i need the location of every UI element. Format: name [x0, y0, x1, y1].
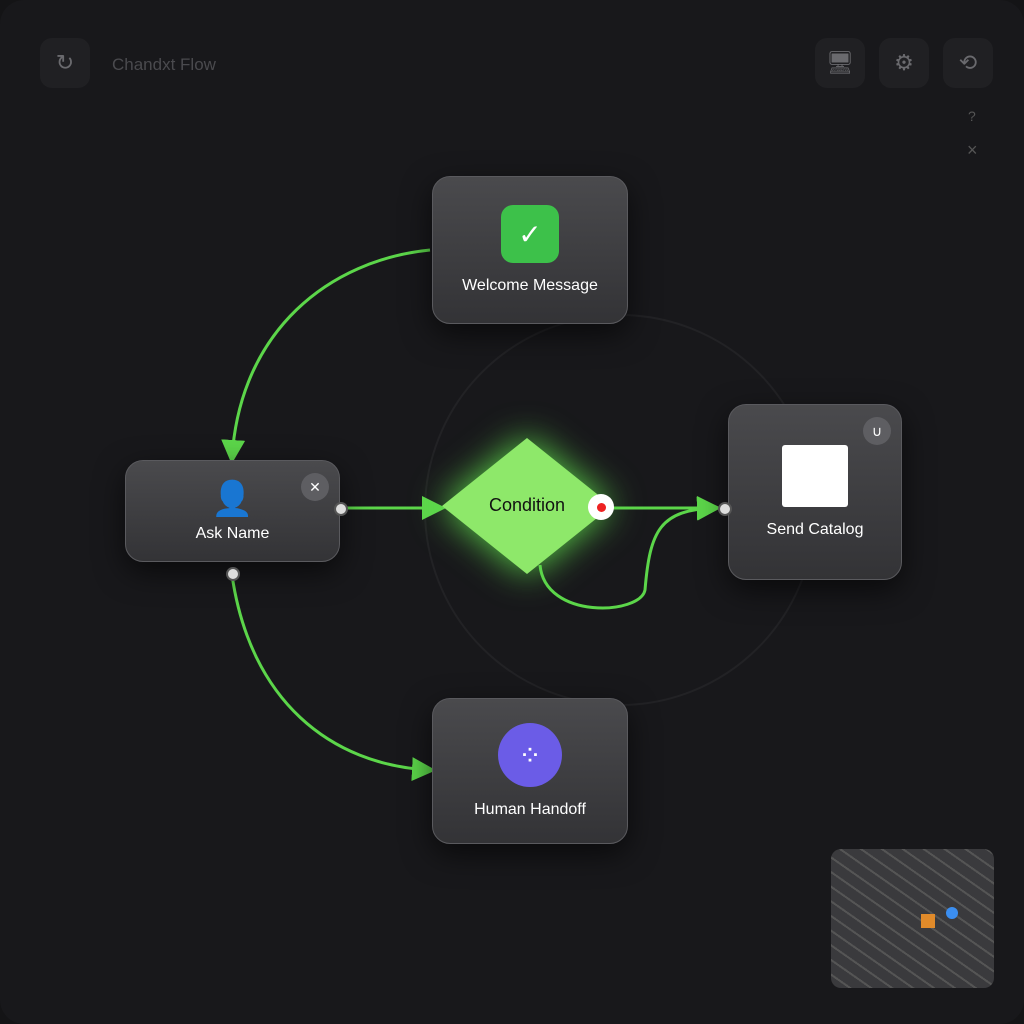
ask-bottom-port[interactable]: [226, 567, 240, 581]
node-send-catalog[interactable]: 🏷 Send Catalog ∪: [728, 404, 902, 580]
magnet-icon[interactable]: ∪: [863, 417, 891, 445]
red-dot-icon: [596, 502, 606, 512]
condition-node-shape[interactable]: [442, 438, 612, 574]
edge-ask-handoff: [230, 574, 436, 782]
bot-button[interactable]: 🖥: [815, 38, 865, 88]
catalog-input-port[interactable]: [718, 502, 732, 516]
help-button[interactable]: ?: [968, 108, 976, 124]
refresh-logo-icon: ↻: [55, 50, 75, 75]
edge-welcome-ask: [221, 248, 431, 464]
node-ask-name[interactable]: 👤 Ask Name ✕: [125, 460, 340, 562]
app-title: Chandxt Flow: [112, 55, 216, 74]
node-label: Send Catalog: [766, 521, 864, 538]
people-icon: ⁘: [498, 723, 562, 787]
node-welcome-message[interactable]: ✓ Welcome Message: [432, 176, 628, 324]
robot-icon: 🖥: [826, 50, 854, 75]
condition-output-port[interactable]: [588, 494, 614, 520]
settings-button[interactable]: ⚙: [879, 38, 929, 88]
gear-icon: ⚙: [894, 50, 914, 75]
minimap-location-icon: [946, 907, 958, 919]
close-button[interactable]: ×: [967, 140, 978, 160]
condition-label: Condition: [488, 495, 566, 515]
node-label: Human Handoff: [474, 801, 586, 818]
share-icon: ⟲: [958, 50, 978, 75]
edge-condition-loop: [538, 496, 721, 610]
node-label: Ask Name: [195, 525, 270, 542]
chat-check-icon: ✓: [501, 205, 559, 263]
share-button[interactable]: ⟲: [943, 38, 993, 88]
minimap-marker: [921, 914, 935, 928]
logo-button[interactable]: ↻: [40, 38, 90, 88]
user-icon: 👤: [211, 480, 254, 518]
minimap[interactable]: [831, 849, 994, 988]
node-human-handoff[interactable]: ⁘ Human Handoff: [432, 698, 628, 844]
delete-node-icon[interactable]: ✕: [301, 473, 329, 501]
ask-output-port[interactable]: [334, 502, 348, 516]
catalog-icon: 🏷: [782, 445, 848, 507]
node-label: Welcome Message: [462, 277, 598, 294]
